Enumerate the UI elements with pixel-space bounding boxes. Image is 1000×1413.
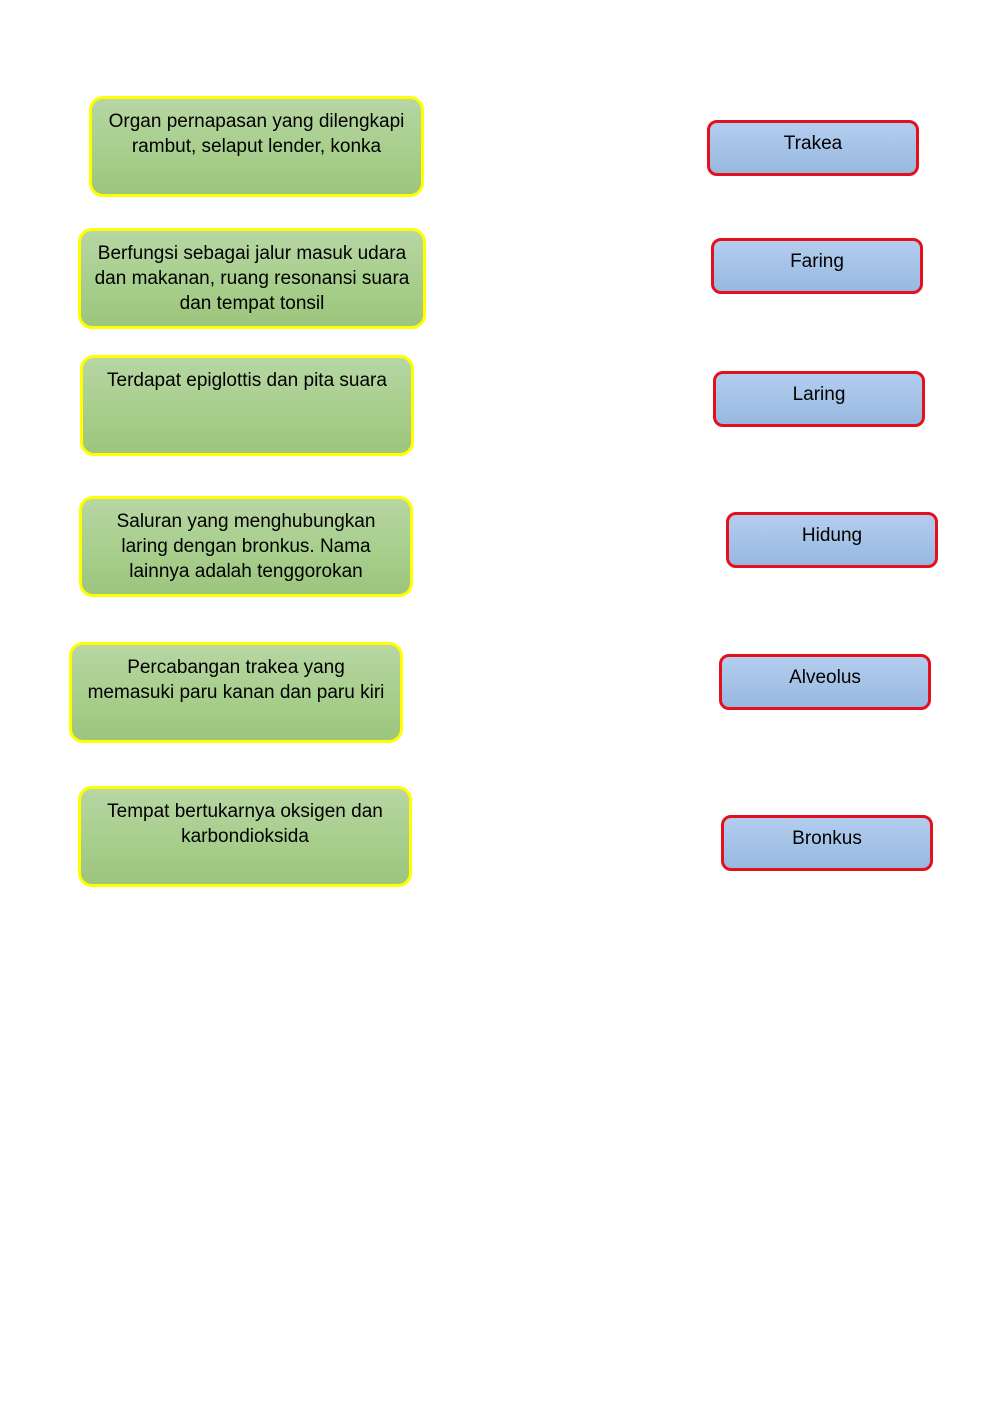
description-text: Berfungsi sebagai jalur masuk udara dan … (94, 243, 410, 314)
description-card-1[interactable]: Organ pernapasan yang dilengkapi rambut,… (89, 96, 424, 197)
term-card-bronkus[interactable]: Bronkus (721, 815, 933, 871)
description-card-4[interactable]: Saluran yang menghubungkan laring dengan… (79, 496, 413, 597)
description-text: Percabangan trakea yang memasuki paru ka… (87, 657, 385, 703)
description-card-3[interactable]: Terdapat epiglottis dan pita suara (80, 355, 414, 456)
term-card-faring[interactable]: Faring (711, 238, 923, 294)
term-label: Laring (792, 384, 846, 405)
description-text: Organ pernapasan yang dilengkapi rambut,… (108, 111, 405, 157)
term-card-alveolus[interactable]: Alveolus (719, 654, 931, 710)
term-card-trakea[interactable]: Trakea (707, 120, 919, 176)
term-label: Alveolus (789, 667, 861, 688)
term-card-hidung[interactable]: Hidung (726, 512, 938, 568)
term-label: Faring (790, 251, 844, 272)
description-text: Tempat bertukarnya oksigen dan karbondio… (107, 801, 383, 847)
description-text: Terdapat epiglottis dan pita suara (107, 370, 387, 391)
description-card-2[interactable]: Berfungsi sebagai jalur masuk udara dan … (78, 228, 426, 329)
description-card-6[interactable]: Tempat bertukarnya oksigen dan karbondio… (78, 786, 412, 887)
term-card-laring[interactable]: Laring (713, 371, 925, 427)
term-label: Hidung (801, 525, 863, 546)
description-card-5[interactable]: Percabangan trakea yang memasuki paru ka… (69, 642, 403, 743)
description-text: Saluran yang menghubungkan laring dengan… (116, 511, 376, 582)
term-label: Bronkus (792, 828, 862, 849)
term-label: Trakea (783, 133, 843, 154)
